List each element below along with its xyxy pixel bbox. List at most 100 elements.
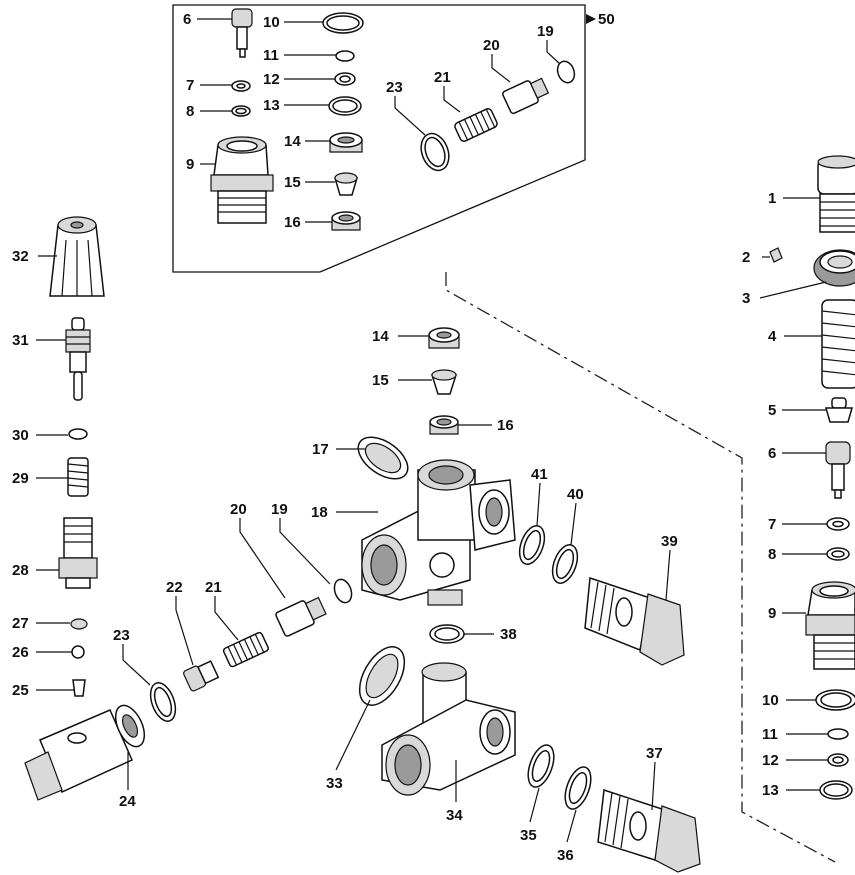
callout-9: 9 xyxy=(768,605,776,622)
callout-11: 11 xyxy=(762,726,778,743)
part-9-valve-body xyxy=(210,136,274,224)
callout-33: 33 xyxy=(326,775,343,792)
callout-27: 27 xyxy=(12,615,29,632)
callout-13-inset: 13 xyxy=(263,97,280,114)
callout-50: 50 xyxy=(598,11,615,28)
part-14-seat xyxy=(329,132,363,153)
part-22-nozzle xyxy=(183,660,220,692)
part-27-seal xyxy=(70,618,88,630)
kit-50-arrow-icon xyxy=(586,14,596,24)
callout-14: 14 xyxy=(372,328,389,345)
part-1-cap xyxy=(817,155,855,233)
callout-20: 20 xyxy=(230,501,247,518)
part-20-plug-inset xyxy=(502,77,550,115)
callout-12-inset: 12 xyxy=(263,71,280,88)
callout-5: 5 xyxy=(768,402,776,419)
callout-31: 31 xyxy=(12,332,29,349)
callout-20-inset: 20 xyxy=(483,37,500,54)
callout-40: 40 xyxy=(567,486,584,503)
callout-17: 17 xyxy=(312,441,329,458)
part-20-plug xyxy=(275,596,327,637)
callout-labels: 6 10 11 7 12 8 13 9 14 15 16 19 20 21 23… xyxy=(12,11,779,864)
part-24-outlet-body xyxy=(24,704,146,801)
callout-14-inset: 14 xyxy=(284,133,301,150)
callout-3: 3 xyxy=(742,290,750,307)
callout-10: 10 xyxy=(762,692,779,709)
part-21-spring-inset xyxy=(454,108,498,142)
part-19-washer-inset xyxy=(556,60,576,84)
part-11-o-ring-main xyxy=(827,728,849,740)
callout-37: 37 xyxy=(646,745,663,762)
part-9-valve-body-main xyxy=(805,581,855,670)
callout-8-inset: 8 xyxy=(186,103,194,120)
callout-39: 39 xyxy=(661,533,678,550)
callout-2: 2 xyxy=(742,249,750,266)
callout-7-inset: 7 xyxy=(186,77,194,94)
part-16-guide-main xyxy=(429,415,459,435)
callout-1: 1 xyxy=(768,190,776,207)
callout-9-inset: 9 xyxy=(186,156,194,173)
part-25-jet xyxy=(72,679,86,697)
kit-50-outline xyxy=(172,4,586,273)
callout-8: 8 xyxy=(768,546,776,563)
callout-23: 23 xyxy=(113,627,130,644)
part-39-bolt xyxy=(584,576,685,666)
callout-6: 6 xyxy=(768,445,776,462)
callout-23-inset: 23 xyxy=(386,79,403,96)
callout-35: 35 xyxy=(520,827,537,844)
callout-16-inset: 16 xyxy=(284,214,301,231)
callout-32: 32 xyxy=(12,248,29,265)
part-3-lock-nut xyxy=(813,249,855,287)
callout-21-inset: 21 xyxy=(434,69,451,86)
callout-7: 7 xyxy=(768,516,776,533)
callout-36: 36 xyxy=(557,847,574,864)
callout-24: 24 xyxy=(119,793,136,810)
callout-11-inset: 11 xyxy=(263,47,279,64)
part-2-pin xyxy=(769,247,783,263)
callout-38: 38 xyxy=(500,626,517,643)
callout-12: 12 xyxy=(762,752,779,769)
callout-13: 13 xyxy=(762,782,779,799)
callout-16: 16 xyxy=(497,417,514,434)
part-19-washer xyxy=(333,578,353,604)
part-34-manifold xyxy=(381,662,516,796)
part-6-piston-main xyxy=(825,441,851,499)
part-4-spring xyxy=(821,299,855,389)
callout-19: 19 xyxy=(271,501,288,518)
part-31-stem xyxy=(65,317,91,401)
callout-15-inset: 15 xyxy=(284,174,301,191)
part-21-spring xyxy=(222,631,269,668)
callout-4: 4 xyxy=(768,328,777,345)
part-6-piston xyxy=(231,8,253,58)
callout-22: 22 xyxy=(166,579,183,596)
part-15-valve xyxy=(333,172,359,196)
part-16-guide xyxy=(331,211,361,231)
part-37-bolt xyxy=(597,789,701,873)
part-11-o-ring xyxy=(335,50,355,62)
part-32-knob xyxy=(49,216,105,297)
part-30-o-ring xyxy=(68,428,88,440)
callout-41: 41 xyxy=(531,466,548,483)
callout-34: 34 xyxy=(446,807,463,824)
callout-26: 26 xyxy=(12,644,29,661)
leader-lines xyxy=(36,18,828,843)
callout-21: 21 xyxy=(205,579,222,596)
callout-10-inset: 10 xyxy=(263,14,280,31)
callout-30: 30 xyxy=(12,427,29,444)
callout-29: 29 xyxy=(12,470,29,487)
part-14-seat-main xyxy=(428,327,460,349)
callout-25: 25 xyxy=(12,682,29,699)
part-26-ball xyxy=(71,645,85,659)
part-29-spring xyxy=(67,457,89,497)
part-5-spring-seat xyxy=(825,397,853,423)
part-18-manifold xyxy=(361,459,516,606)
part-28-fitting xyxy=(58,517,98,589)
callout-19-inset: 19 xyxy=(537,23,554,40)
callout-15: 15 xyxy=(372,372,389,389)
callout-28: 28 xyxy=(12,562,29,579)
assembly-path-line xyxy=(445,272,836,863)
callout-18: 18 xyxy=(311,504,328,521)
part-15-valve-main xyxy=(430,369,458,395)
callout-6-inset: 6 xyxy=(183,11,191,28)
